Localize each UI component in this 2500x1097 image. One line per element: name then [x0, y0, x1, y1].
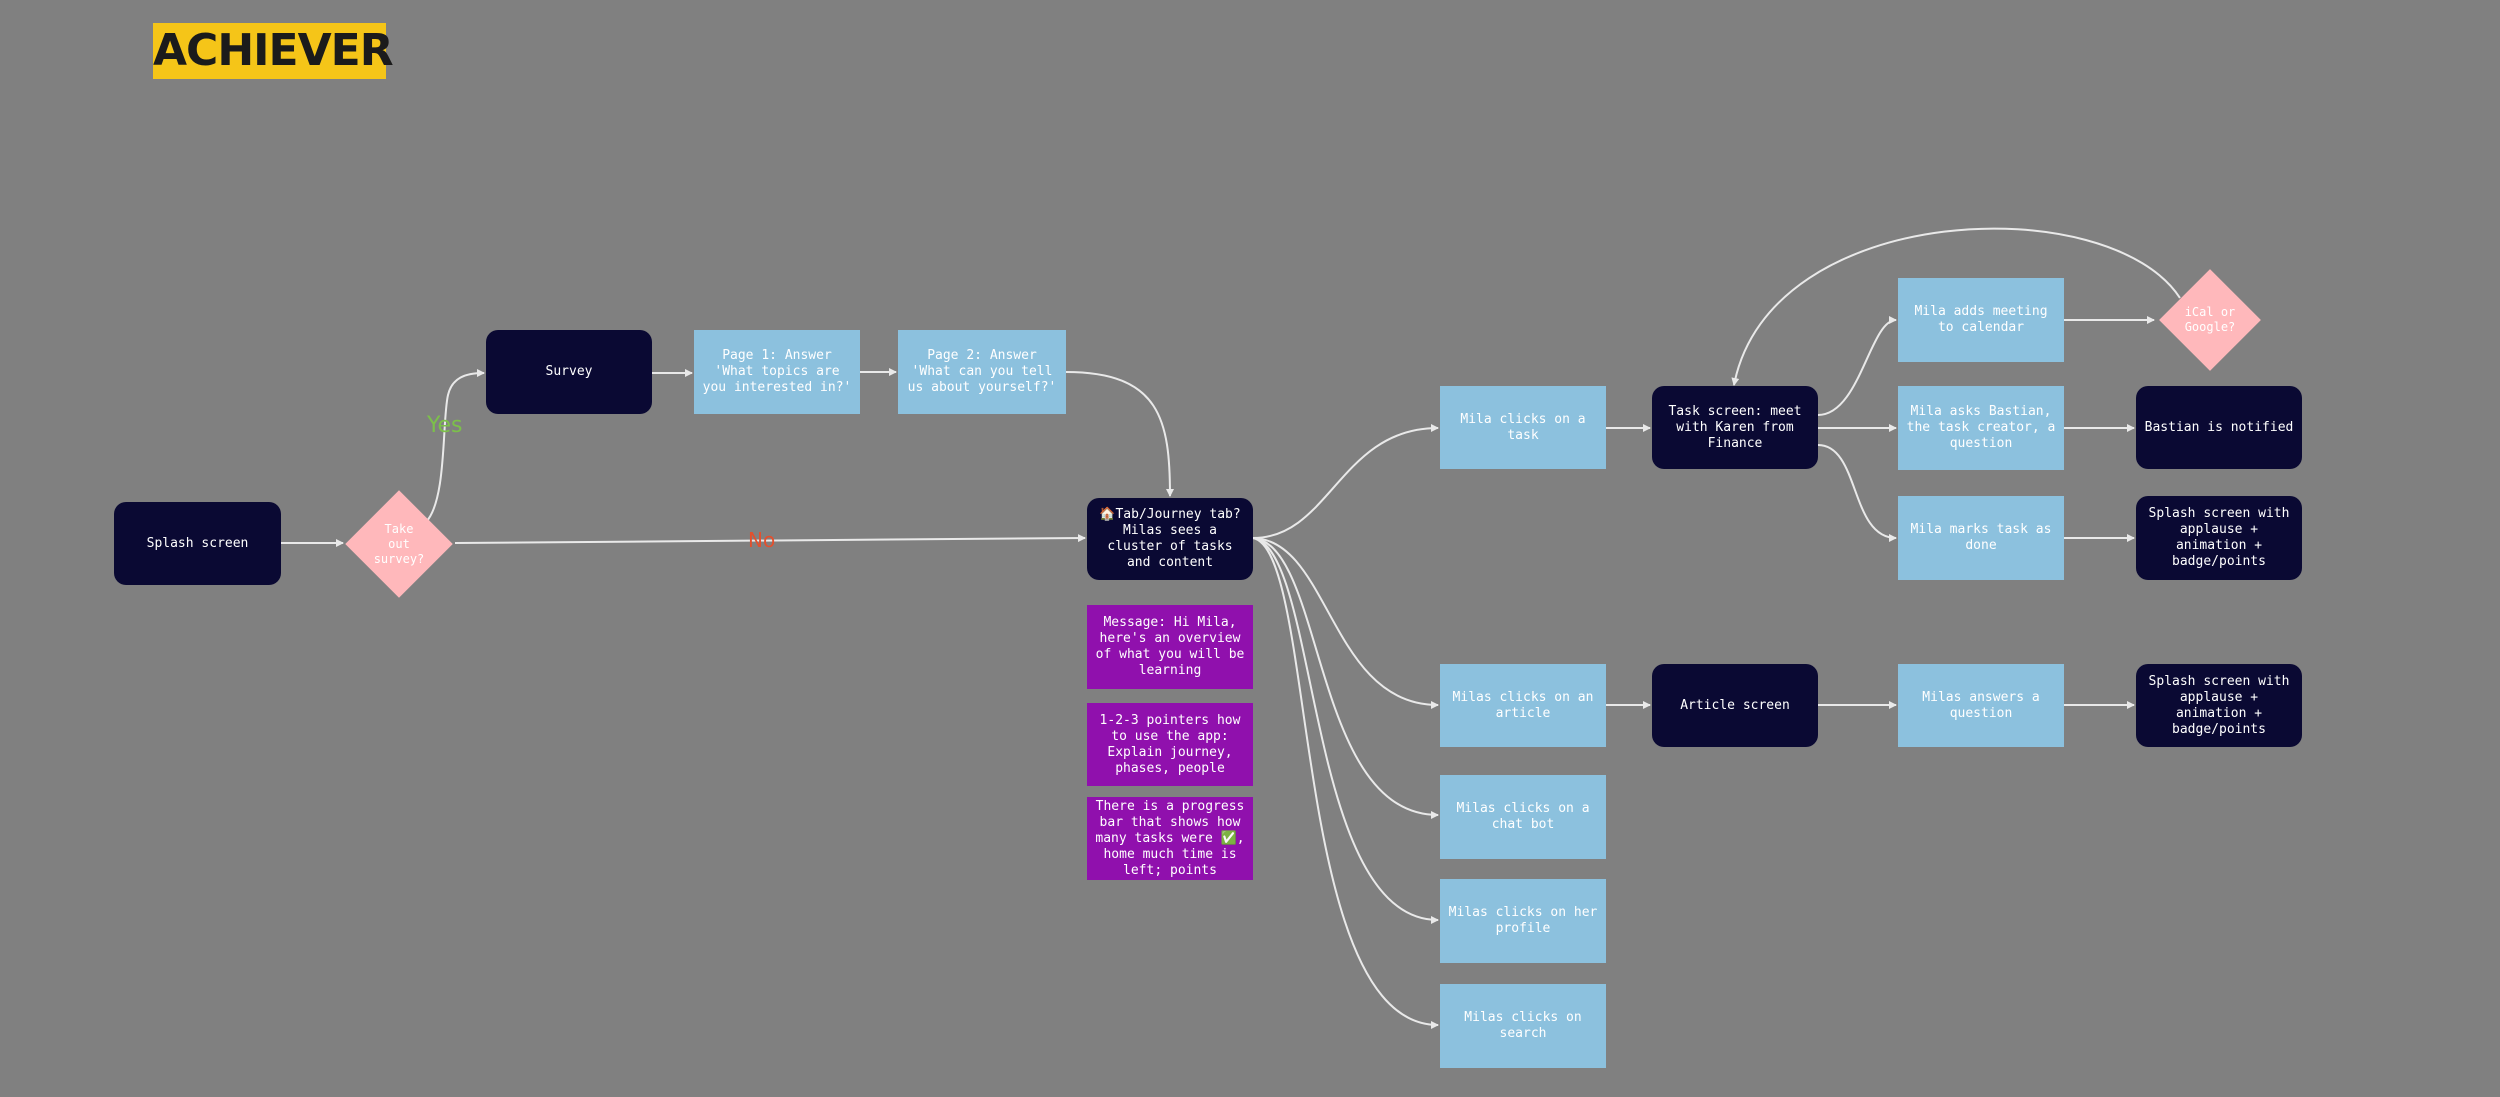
edge-decision-no-to-journey [454, 534, 1086, 544]
edge-task-to-marks-done [1817, 444, 1897, 542]
decision-ical-google[interactable]: iCal or Google? [2156, 266, 2264, 374]
edge-task-to-adds-meeting [1817, 316, 1897, 416]
edge-ical-loop-to-task [1731, 227, 2181, 386]
decision-take-survey-label: Take out survey? [373, 521, 425, 566]
edge-journey-to-chatbot [1252, 537, 1439, 819]
node-message[interactable]: Message: Hi Mila, here's an overview of … [1087, 605, 1253, 689]
edge-journey-to-clicks-task [1252, 424, 1439, 539]
node-answers-question[interactable]: Milas answers a question [1898, 664, 2064, 747]
node-profile[interactable]: Milas clicks on her profile [1440, 879, 1606, 963]
decision-take-survey[interactable]: Take out survey? [343, 488, 455, 600]
node-splash-applause-task[interactable]: Splash screen with applause + animation … [2136, 496, 2302, 580]
decision-ical-google-label: iCal or Google? [2184, 305, 2236, 334]
edge-page2-to-journey [1065, 371, 1174, 497]
node-marks-done[interactable]: Mila marks task as done [1898, 496, 2064, 580]
edge-journey-to-search [1252, 537, 1439, 1029]
yes-label: Yes [427, 413, 463, 438]
no-label: No [748, 528, 776, 552]
node-journey-tab[interactable]: 🏠Tab/Journey tab? Milas sees a cluster o… [1087, 498, 1253, 580]
node-task-screen[interactable]: Task screen: meet with Karen from Financ… [1652, 386, 1818, 469]
node-pointers[interactable]: 1-2-3 pointers how to use the app: Expla… [1087, 703, 1253, 786]
edge-decision-yes-to-survey [425, 369, 485, 523]
node-chat-bot[interactable]: Milas clicks on a chat bot [1440, 775, 1606, 859]
node-article-screen[interactable]: Article screen [1652, 664, 1818, 747]
node-asks-bastian[interactable]: Mila asks Bastian, the task creator, a q… [1898, 386, 2064, 470]
achiever-logo: ACHIEVER [153, 23, 394, 79]
node-search[interactable]: Milas clicks on search [1440, 984, 1606, 1068]
edge-journey-to-profile [1252, 537, 1439, 924]
edge-journey-to-article [1252, 537, 1439, 709]
node-splash-applause-article[interactable]: Splash screen with applause + animation … [2136, 664, 2302, 747]
node-page-2[interactable]: Page 2: Answer 'What can you tell us abo… [898, 330, 1066, 414]
node-bastian-notified[interactable]: Bastian is notified [2136, 386, 2302, 469]
node-clicks-article[interactable]: Milas clicks on an article [1440, 664, 1606, 747]
node-splash-screen[interactable]: Splash screen [114, 502, 281, 585]
node-adds-meeting[interactable]: Mila adds meeting to calendar [1898, 278, 2064, 362]
node-survey[interactable]: Survey [486, 330, 652, 414]
node-page-1[interactable]: Page 1: Answer 'What topics are you inte… [694, 330, 860, 414]
node-clicks-task[interactable]: Mila clicks on a task [1440, 386, 1606, 469]
node-progress-bar[interactable]: There is a progress bar that shows how m… [1087, 797, 1253, 880]
